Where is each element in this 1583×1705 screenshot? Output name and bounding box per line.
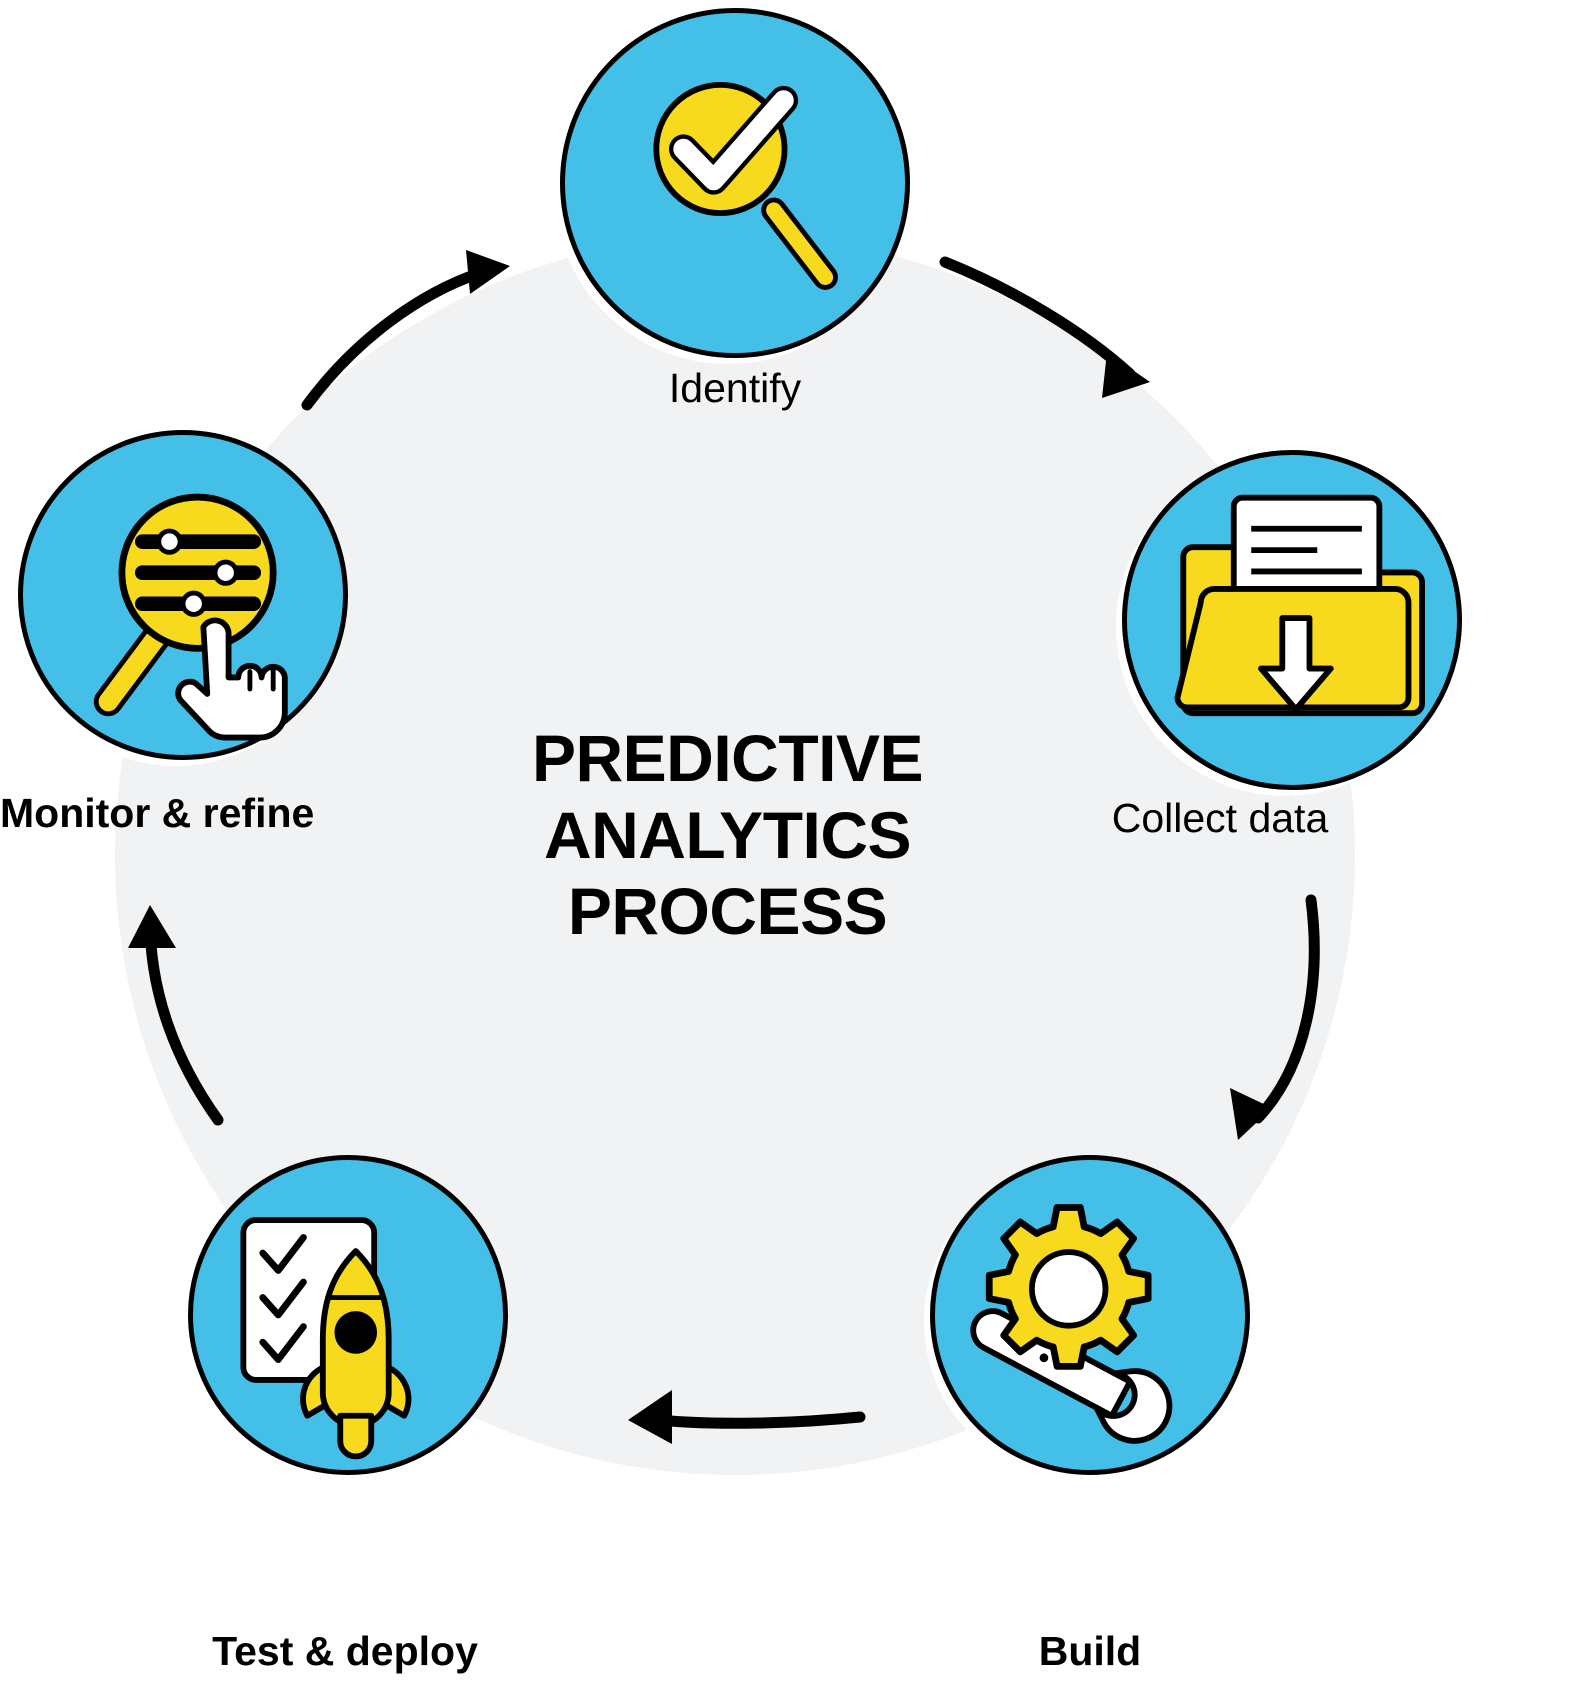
node-identify-circle[interactable] <box>560 8 910 358</box>
checklist-rocket-icon <box>240 1217 412 1460</box>
node-test-deploy-label: Test & deploy <box>212 1628 478 1674</box>
arrow-head-test-to-monitor <box>128 905 176 948</box>
magnifier-sliders-hand-icon <box>93 493 288 741</box>
center-title: PREDICTIVE ANALYTICS PROCESS <box>531 721 924 949</box>
magnifier-check-icon <box>653 81 838 290</box>
arrow-path-monitor-to-identify <box>301 267 486 411</box>
node-monitor-refine-circle[interactable] <box>18 430 348 760</box>
node-identify-label: Identify <box>668 365 802 411</box>
arrow-head-build-to-test <box>628 1390 672 1444</box>
arrow-head-identify-to-collect <box>1102 352 1150 398</box>
arrow-path-build-to-test <box>644 1411 866 1429</box>
arrow-head-collect-to-build <box>1230 1088 1272 1140</box>
node-test-deploy-circle[interactable] <box>188 1155 508 1475</box>
arrow-path-test-to-monitor <box>144 914 224 1126</box>
arrow-path-identify-to-collect <box>939 256 1136 380</box>
arrow-head-monitor-to-identify <box>466 250 510 294</box>
node-build-label: Build <box>1038 1628 1142 1674</box>
gear-wrench-icon <box>970 1204 1173 1444</box>
node-collect-data-label: Collect data <box>1111 795 1329 841</box>
node-collect-data-circle[interactable] <box>1122 450 1462 790</box>
arrow-path-collect-to-build <box>1252 894 1320 1124</box>
node-build-circle[interactable] <box>930 1155 1250 1475</box>
folder-download-icon <box>1174 494 1425 717</box>
node-monitor-refine-label: Monitor & refine <box>0 790 315 836</box>
